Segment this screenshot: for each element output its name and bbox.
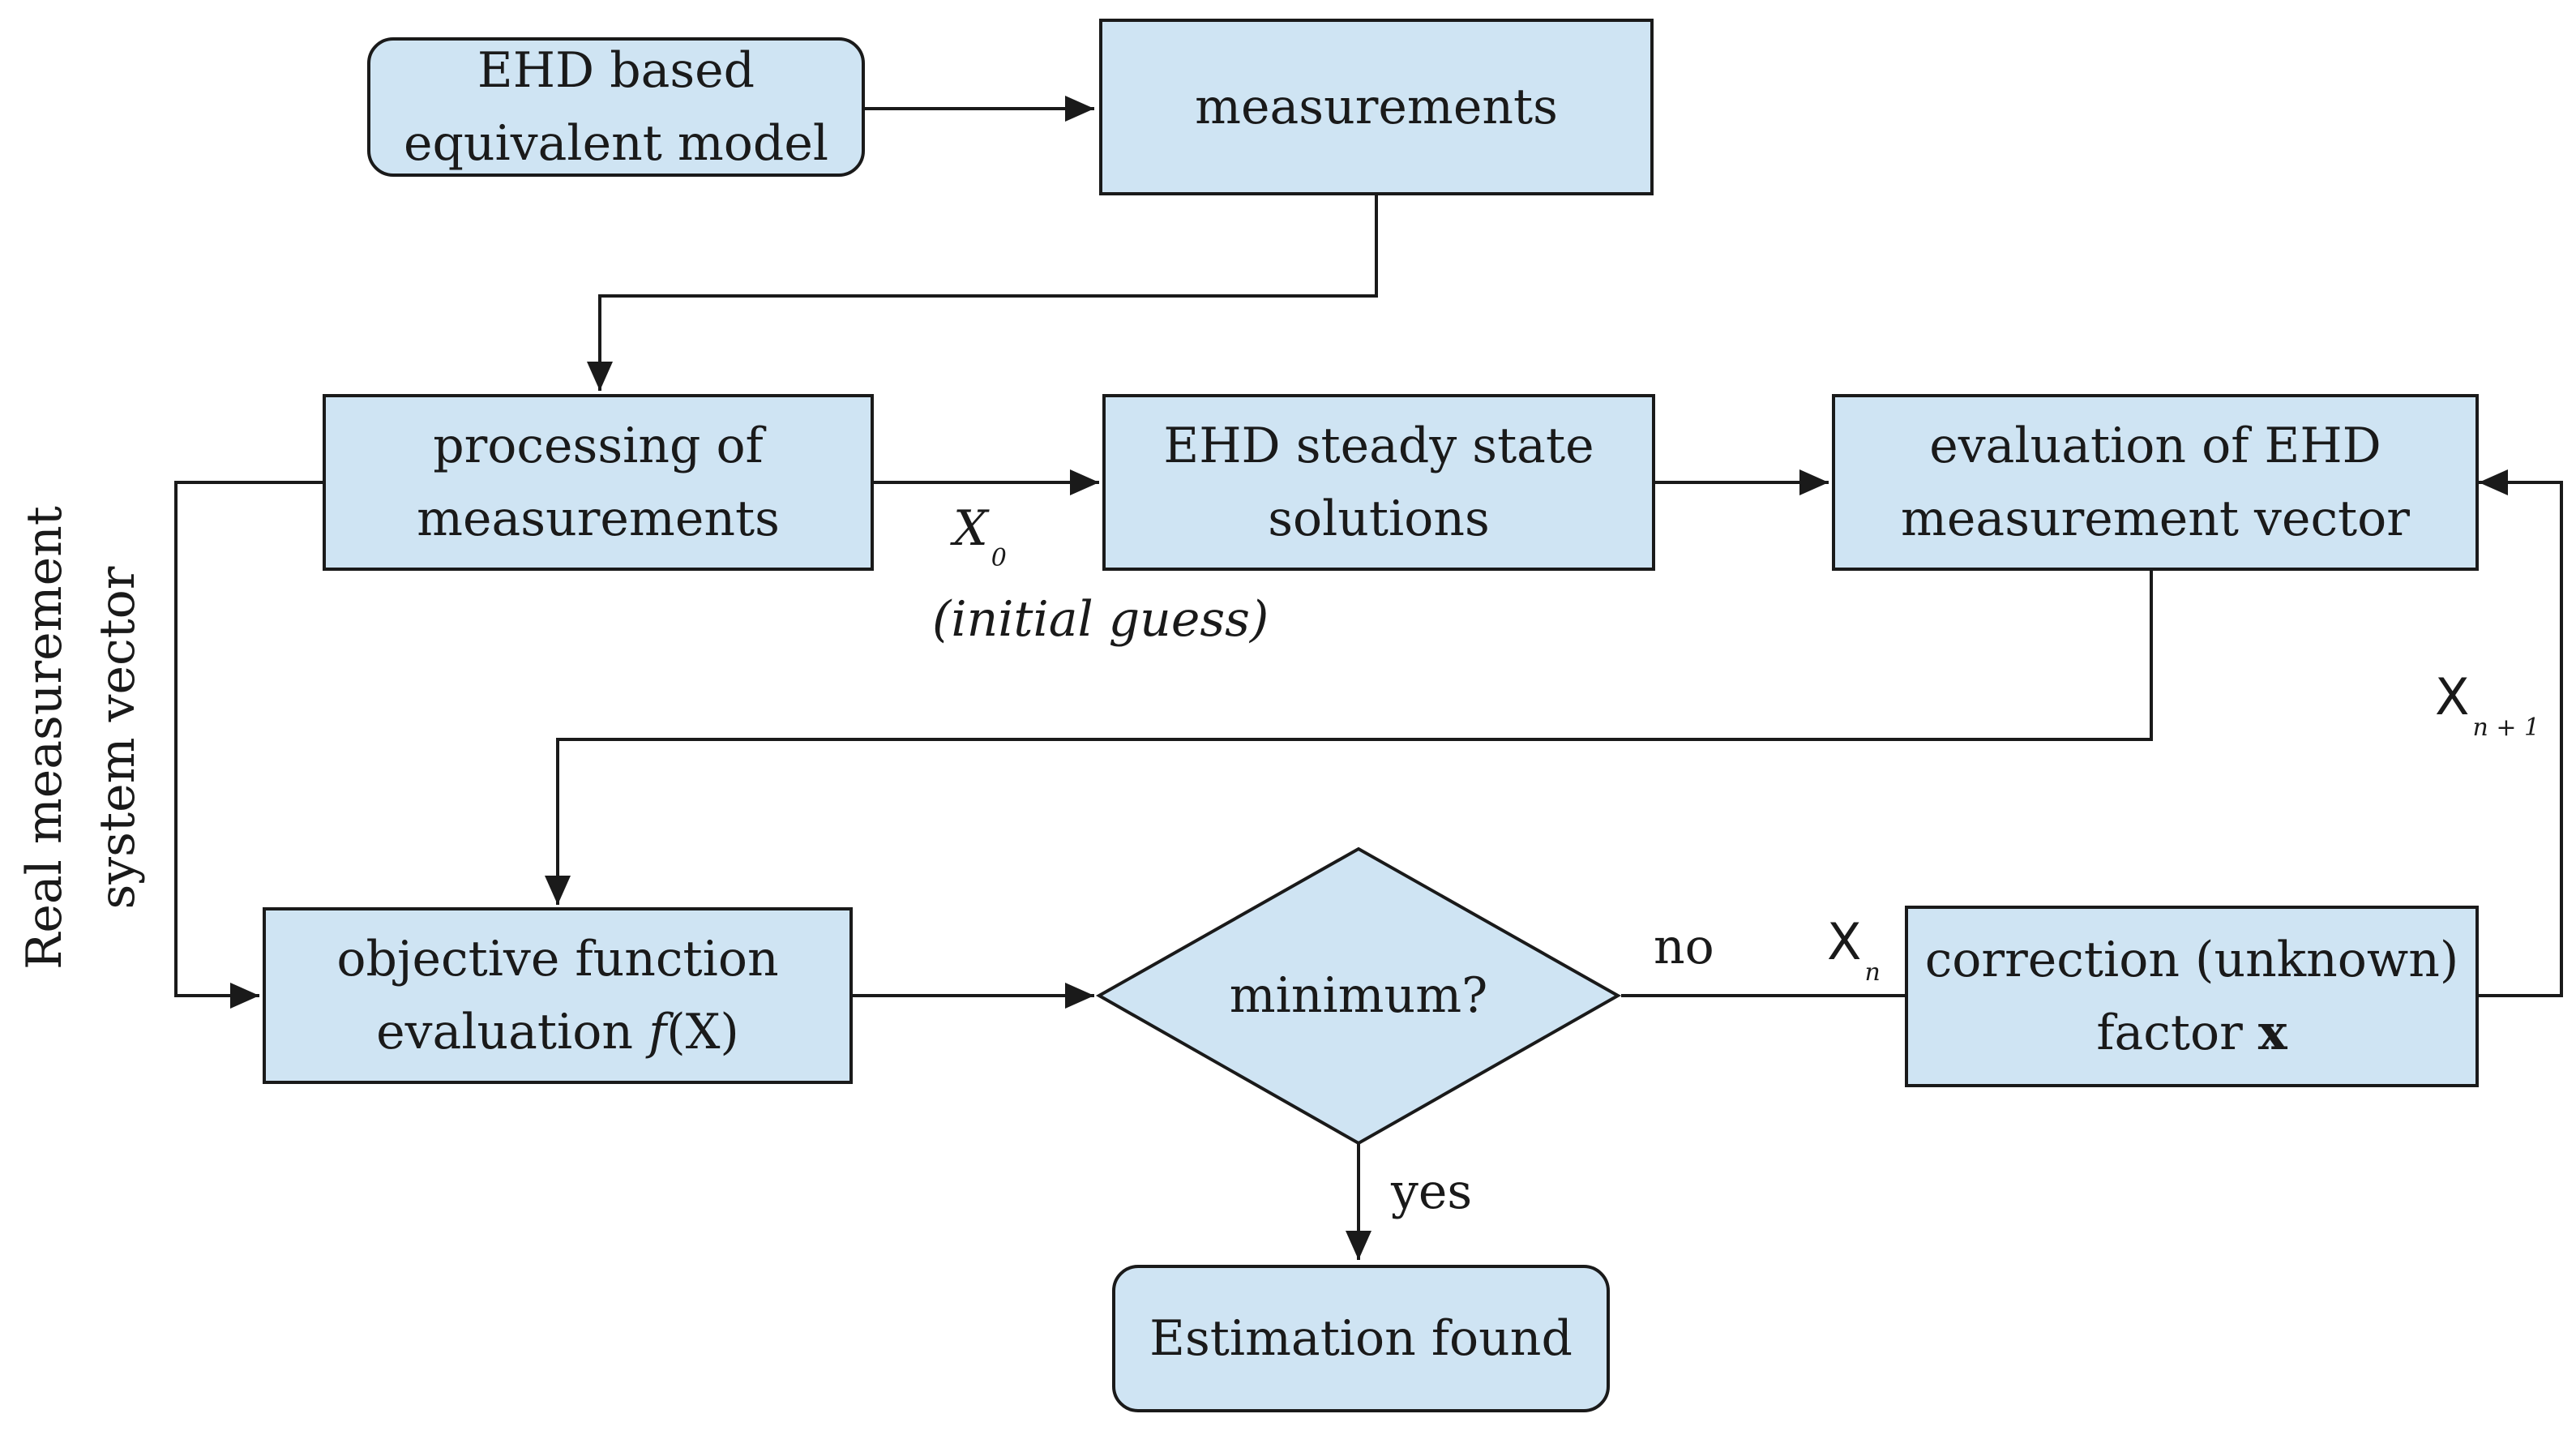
label-xn: Xn [1827,910,1881,988]
label-x0-symbol: X [953,500,988,557]
arrow-evaluation-to-objective [545,569,2153,905]
node-measurements-label: measurements [1195,79,1558,135]
node-measurements: measurements [1099,19,1654,195]
node-estimation: Estimation found [1112,1265,1610,1412]
label-yes: yes [1391,1163,1473,1220]
node-ehd-model-line2: equivalent model [403,115,829,172]
label-no: no [1654,919,1714,975]
node-correction-line2-prefix: factor [2096,1005,2258,1061]
label-side-line2: system vector [89,566,146,910]
node-ehd-model-line1: EHD based [477,42,755,99]
label-xn-subscript: n [1864,958,1881,987]
node-steady-state-line1: EHD steady state [1163,418,1594,474]
arrow-measurements-to-processing [587,195,1378,391]
node-objective-line1: objective function [336,931,779,988]
label-x0: X0 [953,496,1007,572]
label-xn1-subscript: n + 1 [2472,713,2540,742]
label-real-measurement-vector: Real measurement system vector [8,503,154,973]
label-xn1: Xn + 1 [2435,665,2540,743]
node-steady-state: EHD steady state solutions [1102,394,1655,571]
node-estimation-label: Estimation found [1149,1310,1573,1367]
node-minimum-label: minimum? [1229,967,1488,1024]
label-x0-subscript: 0 [991,544,1007,572]
node-steady-state-line2: solutions [1268,491,1490,547]
label-side-line1: Real measurement [16,506,73,970]
node-correction-line2: factor x [2096,996,2287,1069]
node-correction-variable: x [2257,1005,2287,1061]
node-objective-line2-prefix: evaluation [376,1004,649,1060]
decision-minimum-shape [1095,846,1622,1146]
node-correction-line1: correction (unknown) [1924,932,2459,988]
node-processing-line1: processing of [433,418,764,474]
arrow-correction-to-evaluation [2472,469,2563,997]
node-objective-function-symbol: f [648,1004,667,1060]
label-xn1-symbol: X [2435,667,2470,726]
node-evaluation-vector-line1: evaluation of EHD [1929,418,2381,474]
node-ehd-model: EHD based equivalent model [367,37,865,177]
label-initial-guess: (initial guess) [932,591,1269,648]
node-evaluation-vector-line2: measurement vector [1901,491,2410,547]
node-processing: processing of measurements [323,394,874,571]
node-objective: objective function evaluation f(X) [263,907,853,1084]
node-correction: correction (unknown) factor x [1905,906,2479,1087]
arrow-processing-to-objective [174,481,323,1009]
node-evaluation-vector: evaluation of EHD measurement vector [1832,394,2479,571]
node-objective-line2-suffix: (X) [666,1004,739,1060]
label-xn-symbol: X [1827,912,1862,971]
node-processing-line2: measurements [417,491,780,547]
node-objective-line2: evaluation f(X) [376,996,739,1069]
